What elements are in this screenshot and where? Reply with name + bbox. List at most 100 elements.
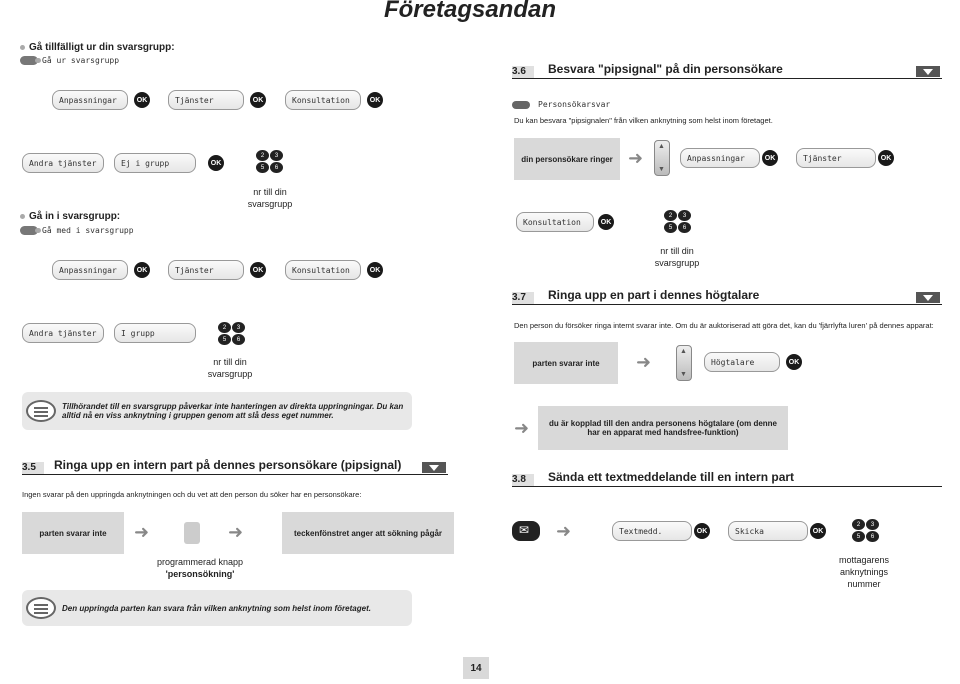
arrow-right-icon: ➜ [636, 352, 652, 372]
ok-button[interactable]: OK [250, 92, 266, 108]
arrow-right-icon: ➜ [556, 521, 572, 541]
ok-button[interactable]: OK [786, 354, 802, 370]
section-number-bar [512, 66, 534, 78]
arrow-right-icon: ➜ [228, 522, 244, 542]
softkey-anpassningar[interactable]: Anpassningar [680, 148, 760, 168]
ok-button[interactable]: OK [598, 214, 614, 230]
softkey-konsultation[interactable]: Konsultation [285, 90, 361, 110]
softkey-anpassningar[interactable]: Anpassningar [52, 90, 128, 110]
pager-answer-sub: Personsökarsvar [512, 100, 610, 109]
state-box: parten svarar inte [22, 512, 124, 554]
key-3: 3 [678, 210, 691, 221]
section-number-bar [22, 462, 44, 474]
softkey-ej-i-grupp[interactable]: Ej i grupp [114, 153, 196, 173]
pager-answer-sub-text: Personsökarsvar [538, 100, 611, 109]
leave-group-heading: Gå tillfälligt ur din svarsgrupp: [20, 42, 175, 53]
caption-line: svarsgrupp [207, 369, 253, 379]
ok-button[interactable]: OK [878, 150, 894, 166]
section-title: Ringa upp en part i dennes högtalare [548, 288, 760, 302]
softkey-andra-tjanster[interactable]: Andra tjänster [22, 153, 104, 173]
navigator-icon[interactable] [654, 140, 670, 176]
ok-button[interactable]: OK [367, 262, 383, 278]
ok-button[interactable]: OK [810, 523, 826, 539]
page-key-icon[interactable] [184, 522, 200, 544]
leave-group-sub: Gå ur svarsgrupp [20, 56, 119, 65]
info-note: Den uppringda parten kan svara från vilk… [22, 590, 412, 626]
state-box: din personsökare ringer [514, 138, 620, 180]
key-3: 3 [270, 150, 283, 161]
state-box: du är kopplad till den andra personens h… [538, 406, 788, 450]
ok-button[interactable]: OK [367, 92, 383, 108]
ok-button[interactable]: OK [694, 523, 710, 539]
section-text: Du kan besvara "pipsignalen" från vilken… [514, 116, 773, 125]
leave-group-sub-text: Gå ur svarsgrupp [42, 56, 120, 65]
key-6: 6 [270, 162, 283, 173]
arrow-right-icon: ➜ [628, 148, 644, 168]
key-5: 5 [256, 162, 269, 173]
ok-button[interactable]: OK [762, 150, 778, 166]
key-3: 3 [866, 519, 879, 530]
softkey-i-grupp[interactable]: I grupp [114, 323, 196, 343]
key-2: 2 [852, 519, 865, 530]
caption-line: nr till din [660, 246, 694, 256]
page-title: Företagsandan [383, 0, 556, 23]
navigator-icon[interactable] [676, 345, 692, 381]
section-number-bar [512, 292, 534, 304]
caption-line: programmerad knapp [156, 557, 244, 567]
note-text: Tillhörandet till en svarsgrupp påverkar… [62, 402, 404, 420]
join-group-sub-text: Gå med i svarsgrupp [42, 226, 134, 235]
caption-line: nummer [847, 579, 881, 589]
chevron-down-icon [916, 66, 940, 77]
softkey-tjanster[interactable]: Tjänster [796, 148, 876, 168]
caption-line: svarsgrupp [247, 199, 293, 209]
caption-line: 'personsökning' [165, 569, 235, 579]
key-2: 2 [664, 210, 677, 221]
section-divider [512, 486, 942, 487]
message-key-icon[interactable] [512, 521, 540, 541]
ok-button[interactable]: OK [208, 155, 224, 171]
softkey-skicka[interactable]: Skicka [728, 521, 808, 541]
section-number-bar [512, 474, 534, 486]
section-number: 3.8 [512, 474, 526, 485]
caption-line: svarsgrupp [654, 258, 700, 268]
softkey-anpassningar[interactable]: Anpassningar [52, 260, 128, 280]
section-title: Ringa upp en intern part på dennes perso… [54, 458, 402, 472]
softkey-tjanster[interactable]: Tjänster [168, 260, 244, 280]
section-number: 3.6 [512, 66, 526, 77]
section-divider [512, 304, 942, 305]
section-title: Besvara "pipsignal" på din personsökare [548, 62, 783, 76]
softkey-textmedd[interactable]: Textmedd. [612, 521, 692, 541]
programmed-key-caption: programmerad knapp 'personsökning' [150, 556, 250, 580]
info-note: Tillhörandet till en svarsgrupp påverkar… [22, 392, 412, 430]
note-text: Den uppringda parten kan svara från vilk… [62, 603, 371, 613]
key-6: 6 [866, 531, 879, 542]
group-number-caption: nr till din svarsgrupp [642, 245, 712, 269]
softkey-tjanster[interactable]: Tjänster [168, 90, 244, 110]
state-box: teckenfönstret anger att sökning pågår [282, 512, 454, 554]
key-5: 5 [218, 334, 231, 345]
section-number: 3.5 [22, 462, 36, 473]
softkey-andra-tjanster[interactable]: Andra tjänster [22, 323, 104, 343]
handset-icon [512, 100, 530, 109]
key-2: 2 [218, 322, 231, 333]
ok-button[interactable]: OK [134, 92, 150, 108]
softkey-hogtalare[interactable]: Högtalare [704, 352, 780, 372]
ok-button[interactable]: OK [134, 262, 150, 278]
chevron-down-icon [422, 462, 446, 473]
leave-group-heading-text: Gå tillfälligt ur din svarsgrupp: [29, 42, 175, 53]
phone-handset-icon [20, 226, 41, 235]
softkey-konsultation[interactable]: Konsultation [516, 212, 594, 232]
ok-button[interactable]: OK [250, 262, 266, 278]
section-divider [22, 474, 448, 475]
chevron-down-icon [916, 292, 940, 303]
softkey-konsultation[interactable]: Konsultation [285, 260, 361, 280]
state-box: parten svarar inte [514, 342, 618, 384]
arrow-right-icon: ➜ [134, 522, 150, 542]
phone-handset-icon [20, 56, 41, 65]
